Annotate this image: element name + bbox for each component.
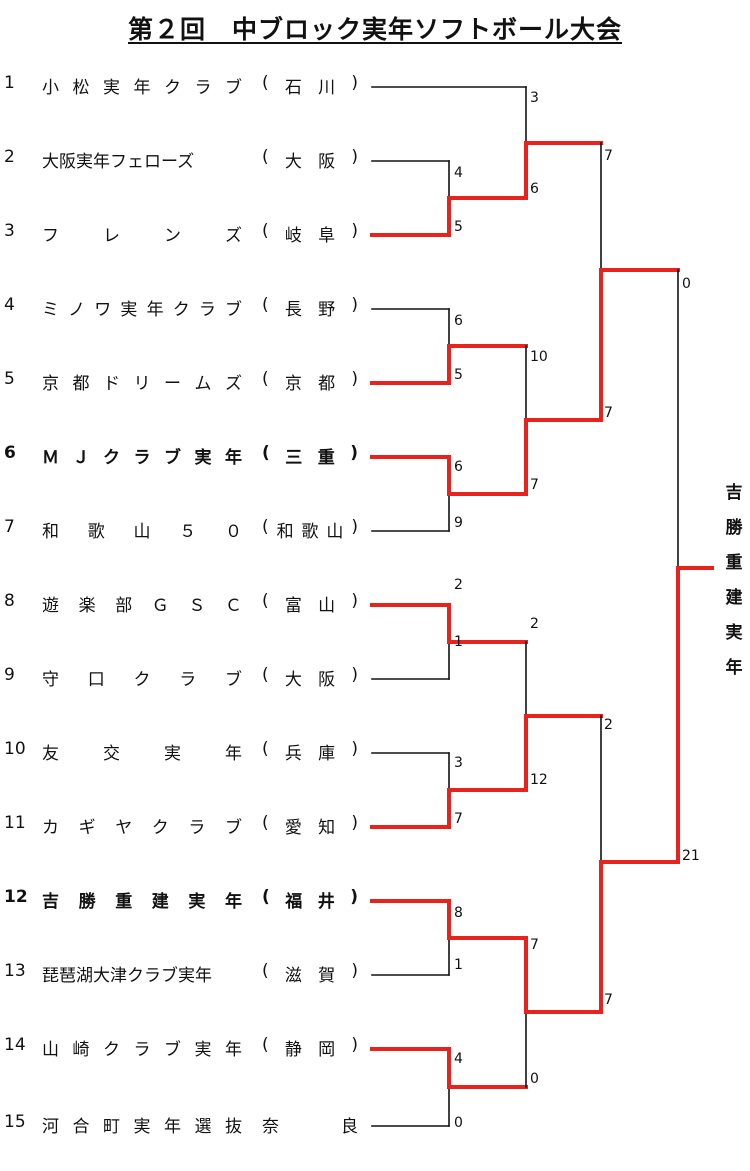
team-row: 1 小松実年クラブ (石川) bbox=[0, 73, 370, 103]
team-row: 14 山崎クラブ実年 (静岡) bbox=[0, 1035, 370, 1065]
team-number: 1 bbox=[4, 73, 15, 93]
team-prefecture: (大阪) bbox=[262, 147, 358, 172]
match-score: 6 bbox=[530, 181, 539, 197]
match-score: 5 bbox=[454, 367, 463, 383]
team-number: 14 bbox=[4, 1035, 26, 1055]
team-row: 12 吉勝重建実年 (福井) bbox=[0, 887, 370, 917]
team-prefecture: (静岡) bbox=[262, 1035, 358, 1060]
champion-char: 実 bbox=[725, 623, 743, 643]
match-score: 10 bbox=[530, 349, 548, 365]
team-number: 6 bbox=[4, 443, 16, 463]
team-name: 山崎クラブ実年 bbox=[42, 1040, 242, 1060]
team-row: 2 大阪実年フェローズ (大阪) bbox=[0, 147, 370, 177]
match-score: 12 bbox=[530, 772, 548, 788]
team-name: 河合町実年選抜 bbox=[42, 1117, 242, 1137]
match-score: 1 bbox=[454, 957, 463, 973]
match-score: 9 bbox=[454, 515, 463, 531]
champion-char: 建 bbox=[725, 588, 743, 608]
team-row: 3 フレンズ (岐阜) bbox=[0, 221, 370, 251]
match-score: 6 bbox=[454, 313, 463, 329]
team-name: カギヤクラブ bbox=[42, 818, 242, 838]
champion-char: 重 bbox=[725, 553, 743, 573]
team-number: 13 bbox=[4, 961, 26, 981]
team-prefecture: (福井) bbox=[262, 887, 358, 912]
match-score: 3 bbox=[454, 755, 463, 771]
champion-char: 年 bbox=[725, 658, 743, 678]
match-score: 5 bbox=[454, 219, 463, 235]
team-row: 10 友交実年 (兵庫) bbox=[0, 739, 370, 769]
match-score: 21 bbox=[682, 848, 700, 864]
team-row: 4 ミノワ実年クラブ (長野) bbox=[0, 295, 370, 325]
team-name: 守口クラブ bbox=[42, 670, 242, 690]
team-number: 15 bbox=[4, 1112, 26, 1132]
match-score: 0 bbox=[454, 1115, 463, 1131]
match-score: 7 bbox=[604, 148, 613, 164]
team-name: 琵琶湖大津クラブ実年 bbox=[42, 966, 212, 986]
team-number: 12 bbox=[4, 887, 28, 907]
match-score: 0 bbox=[682, 276, 691, 292]
team-prefecture: (長野) bbox=[262, 295, 358, 320]
team-name: フレンズ bbox=[42, 226, 242, 246]
match-score: 7 bbox=[604, 405, 613, 421]
match-score: 4 bbox=[454, 1051, 463, 1067]
tournament-title: 第２回 中ブロック実年ソフトボール大会 bbox=[127, 15, 622, 44]
team-number: 2 bbox=[4, 147, 15, 167]
team-name: 友交実年 bbox=[42, 744, 242, 764]
match-score: 6 bbox=[454, 459, 463, 475]
champion-char: 勝 bbox=[725, 518, 743, 538]
team-number: 10 bbox=[4, 739, 26, 759]
match-score: 2 bbox=[530, 616, 539, 632]
team-name: 大阪実年フェローズ bbox=[42, 152, 195, 172]
champion-char: 吉 bbox=[725, 483, 743, 503]
match-score: 7 bbox=[530, 477, 539, 493]
match-score: 1 bbox=[454, 634, 463, 650]
team-row: 9 守口クラブ (大阪) bbox=[0, 665, 370, 695]
team-prefecture: 奈良 bbox=[262, 1117, 358, 1137]
team-name: 吉勝重建実年 bbox=[42, 892, 242, 912]
team-number: 11 bbox=[4, 813, 26, 833]
team-prefecture: (愛知) bbox=[262, 813, 358, 838]
team-prefecture: (兵庫) bbox=[262, 739, 358, 764]
team-number: 8 bbox=[4, 591, 15, 611]
team-row: 13 琵琶湖大津クラブ実年 (滋賀) bbox=[0, 961, 370, 991]
team-name: 京都ドリームズ bbox=[42, 374, 242, 394]
team-name: ミノワ実年クラブ bbox=[42, 300, 242, 320]
team-prefecture: (京都) bbox=[262, 369, 358, 394]
match-score: 3 bbox=[530, 90, 539, 106]
team-prefecture: (岐阜) bbox=[262, 221, 358, 246]
match-score: 4 bbox=[454, 165, 463, 181]
team-prefecture: (和歌山) bbox=[262, 517, 358, 542]
match-score: 7 bbox=[530, 937, 539, 953]
team-number: 7 bbox=[4, 517, 15, 537]
champion-label: 吉勝重建実年 bbox=[722, 478, 746, 678]
team-row: 11 カギヤクラブ (愛知) bbox=[0, 813, 370, 843]
match-score: 2 bbox=[454, 577, 463, 593]
team-prefecture: (三重) bbox=[262, 443, 358, 468]
team-row: 15 河合町実年選抜奈良 bbox=[0, 1112, 370, 1142]
team-prefecture: (富山) bbox=[262, 591, 358, 616]
team-number: 4 bbox=[4, 295, 15, 315]
match-score: 7 bbox=[454, 811, 463, 827]
team-row: 5 京都ドリームズ (京都) bbox=[0, 369, 370, 399]
team-number: 3 bbox=[4, 221, 15, 241]
match-score: 8 bbox=[454, 905, 463, 921]
match-score: 7 bbox=[604, 992, 613, 1008]
team-name: 小松実年クラブ bbox=[42, 78, 242, 98]
team-number: 9 bbox=[4, 665, 15, 685]
match-score: 0 bbox=[530, 1071, 539, 1087]
team-prefecture: (石川) bbox=[262, 73, 358, 98]
team-number: 5 bbox=[4, 369, 15, 389]
team-prefecture: (滋賀) bbox=[262, 961, 358, 986]
match-score: 2 bbox=[604, 717, 613, 733]
team-prefecture: (大阪) bbox=[262, 665, 358, 690]
